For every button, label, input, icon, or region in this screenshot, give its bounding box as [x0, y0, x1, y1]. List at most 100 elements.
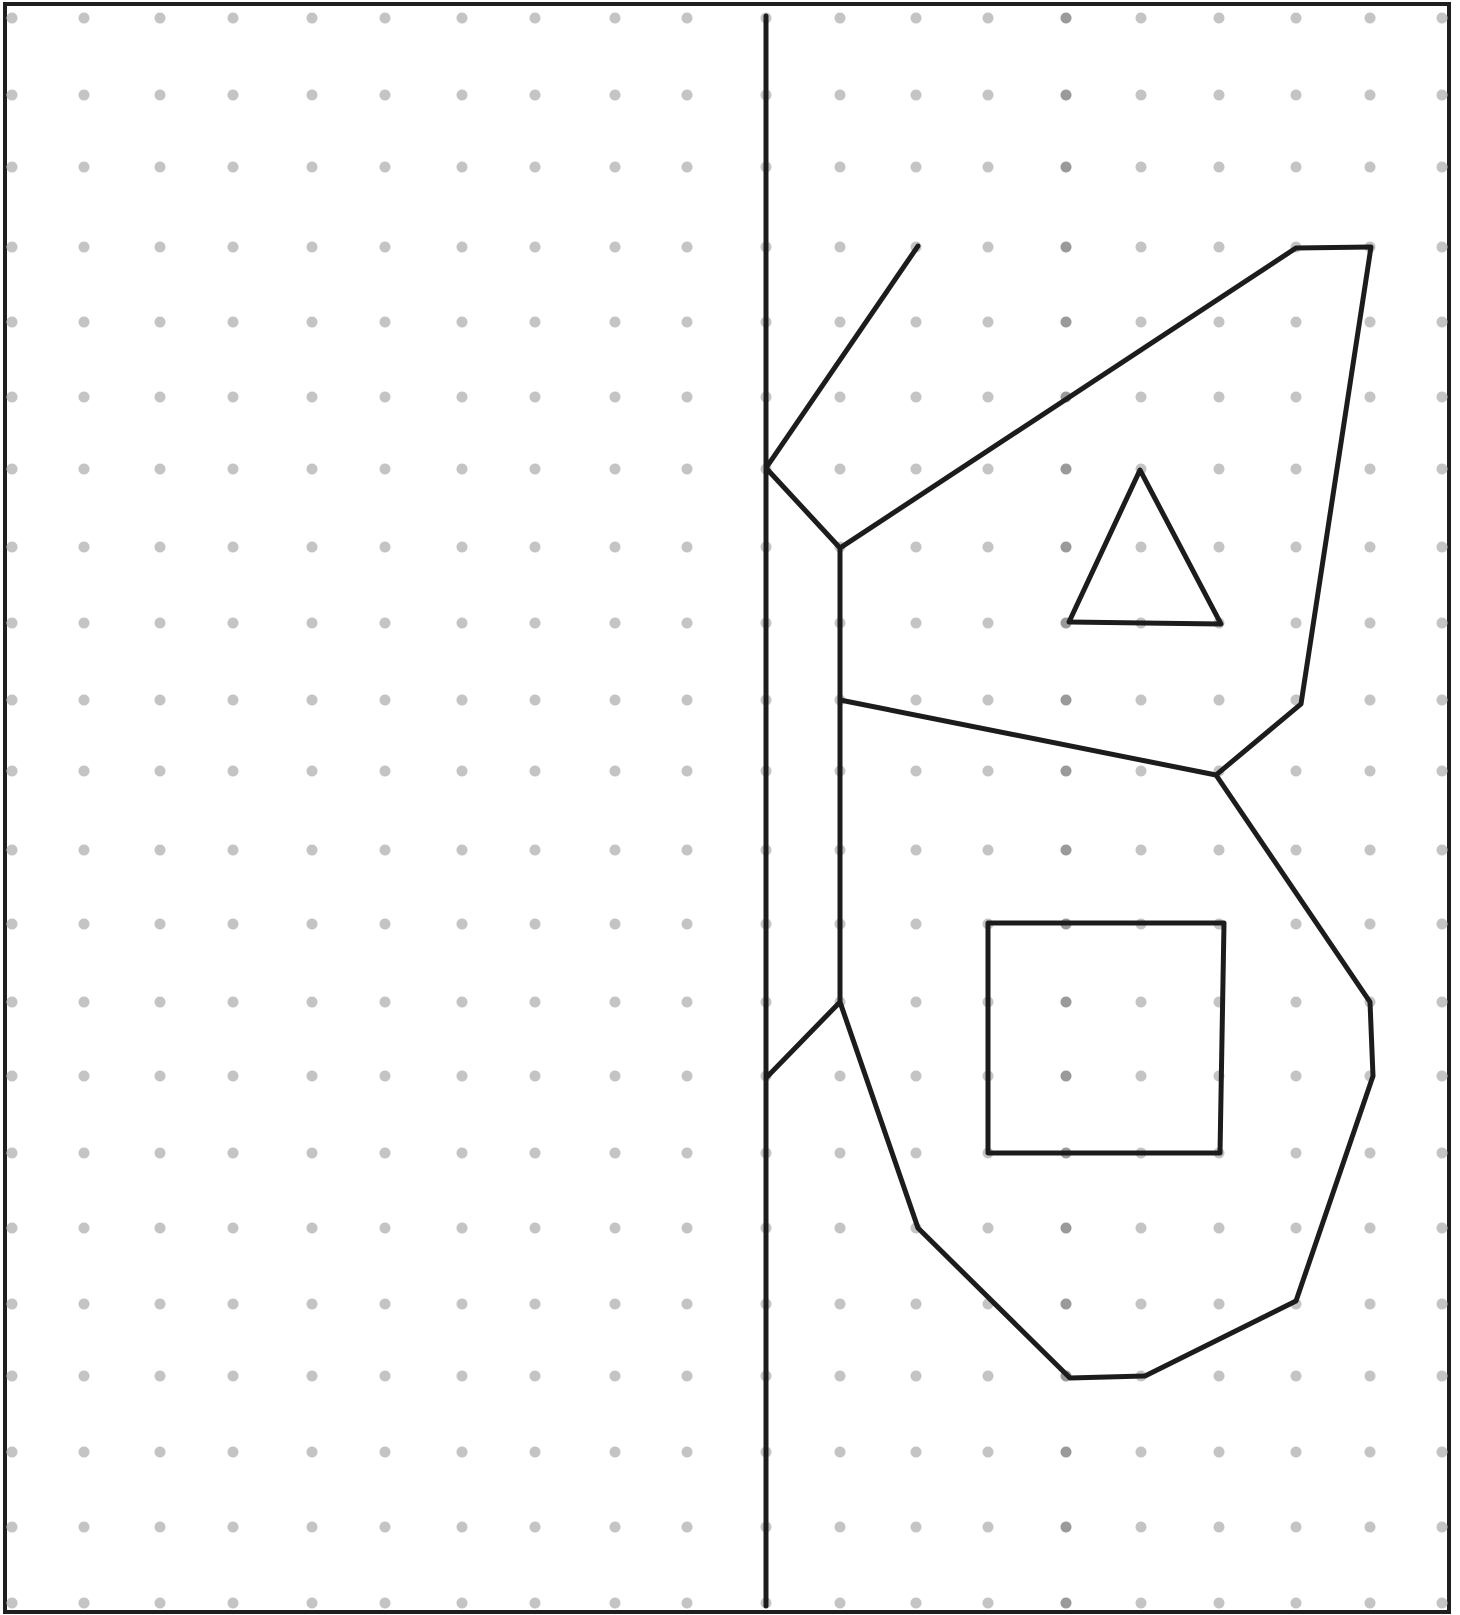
grid-dot — [983, 766, 994, 777]
grid-dot — [1365, 1371, 1376, 1382]
grid-dot — [911, 695, 922, 706]
grid-dot — [682, 13, 693, 24]
grid-dot — [155, 1223, 166, 1234]
grid-dot — [228, 766, 239, 777]
grid-dot — [1061, 1299, 1072, 1310]
grid-dot — [983, 242, 994, 253]
grid-dot — [1365, 317, 1376, 328]
grid-dot — [1291, 997, 1302, 1008]
grid-dot — [380, 618, 391, 629]
grid-dot — [835, 1071, 846, 1082]
grid-dot — [1291, 1071, 1302, 1082]
grid-dot — [1214, 162, 1225, 173]
grid-dot — [1291, 317, 1302, 328]
grid-dot — [1061, 1598, 1072, 1609]
grid-dot — [380, 1223, 391, 1234]
grid-dot — [911, 845, 922, 856]
grid-dot — [983, 464, 994, 475]
grid-dot — [682, 392, 693, 403]
grid-dot — [1437, 242, 1448, 253]
grid-dot — [983, 845, 994, 856]
grid-dot — [1437, 919, 1448, 930]
grid-dot — [79, 317, 90, 328]
grid-dot — [1061, 242, 1072, 253]
grid-dot — [1136, 542, 1147, 553]
grid-dot — [1437, 1299, 1448, 1310]
grid-dot — [228, 392, 239, 403]
grid-dot — [380, 1371, 391, 1382]
grid-dot — [682, 1148, 693, 1159]
grid-dot — [610, 464, 621, 475]
grid-dot — [380, 1148, 391, 1159]
grid-dot — [380, 1071, 391, 1082]
grid-dot — [307, 1447, 318, 1458]
grid-dot — [457, 162, 468, 173]
grid-dot — [530, 542, 541, 553]
grid-dot — [911, 997, 922, 1008]
grid-dot — [682, 90, 693, 101]
grid-dot — [1365, 13, 1376, 24]
grid-dot — [79, 618, 90, 629]
grid-dot — [682, 242, 693, 253]
grid-dot — [610, 242, 621, 253]
grid-dot — [682, 695, 693, 706]
grid-dot — [380, 1447, 391, 1458]
grid-dot — [911, 90, 922, 101]
grid-dot — [1291, 1598, 1302, 1609]
grid-dot — [7, 464, 18, 475]
grid-dot — [155, 1071, 166, 1082]
grid-dot — [1365, 919, 1376, 930]
grid-dot — [79, 845, 90, 856]
dot-grid — [7, 13, 1448, 1609]
grid-dot — [610, 845, 621, 856]
grid-dot — [457, 542, 468, 553]
grid-dot — [1214, 464, 1225, 475]
grid-dot — [911, 542, 922, 553]
grid-dot — [155, 845, 166, 856]
grid-dot — [79, 162, 90, 173]
grid-dot — [79, 1522, 90, 1533]
grid-dot — [530, 1522, 541, 1533]
grid-dot — [7, 242, 18, 253]
grid-dot — [7, 162, 18, 173]
grid-dot — [1214, 695, 1225, 706]
grid-dot — [457, 845, 468, 856]
grid-dot — [7, 845, 18, 856]
grid-dot — [1291, 1223, 1302, 1234]
grid-dot — [155, 618, 166, 629]
grid-dot — [380, 1598, 391, 1609]
grid-dot — [530, 242, 541, 253]
grid-dot — [682, 1371, 693, 1382]
grid-dot — [155, 542, 166, 553]
grid-dot — [7, 997, 18, 1008]
grid-dot — [1437, 1148, 1448, 1159]
grid-dot — [79, 1148, 90, 1159]
grid-dot — [79, 392, 90, 403]
grid-dot — [610, 919, 621, 930]
grid-dot — [155, 1299, 166, 1310]
grid-dot — [1061, 766, 1072, 777]
grid-dot — [7, 766, 18, 777]
grid-dot — [7, 1071, 18, 1082]
grid-dot — [911, 317, 922, 328]
grid-dot — [1437, 1071, 1448, 1082]
grid-dot — [835, 13, 846, 24]
grid-dot — [835, 317, 846, 328]
grid-dot — [155, 1598, 166, 1609]
grid-dot — [682, 1071, 693, 1082]
grid-dot — [1061, 13, 1072, 24]
grid-dot — [307, 464, 318, 475]
grid-dot — [610, 1071, 621, 1082]
grid-dot — [155, 162, 166, 173]
grid-dot — [380, 464, 391, 475]
grid-dot — [228, 1299, 239, 1310]
grid-dot — [682, 464, 693, 475]
grid-dot — [155, 1447, 166, 1458]
grid-dot — [228, 1223, 239, 1234]
grid-dot — [1291, 392, 1302, 403]
grid-dot — [1061, 162, 1072, 173]
grid-dot — [155, 90, 166, 101]
grid-dot — [307, 1598, 318, 1609]
grid-dot — [380, 317, 391, 328]
grid-dot — [835, 1371, 846, 1382]
